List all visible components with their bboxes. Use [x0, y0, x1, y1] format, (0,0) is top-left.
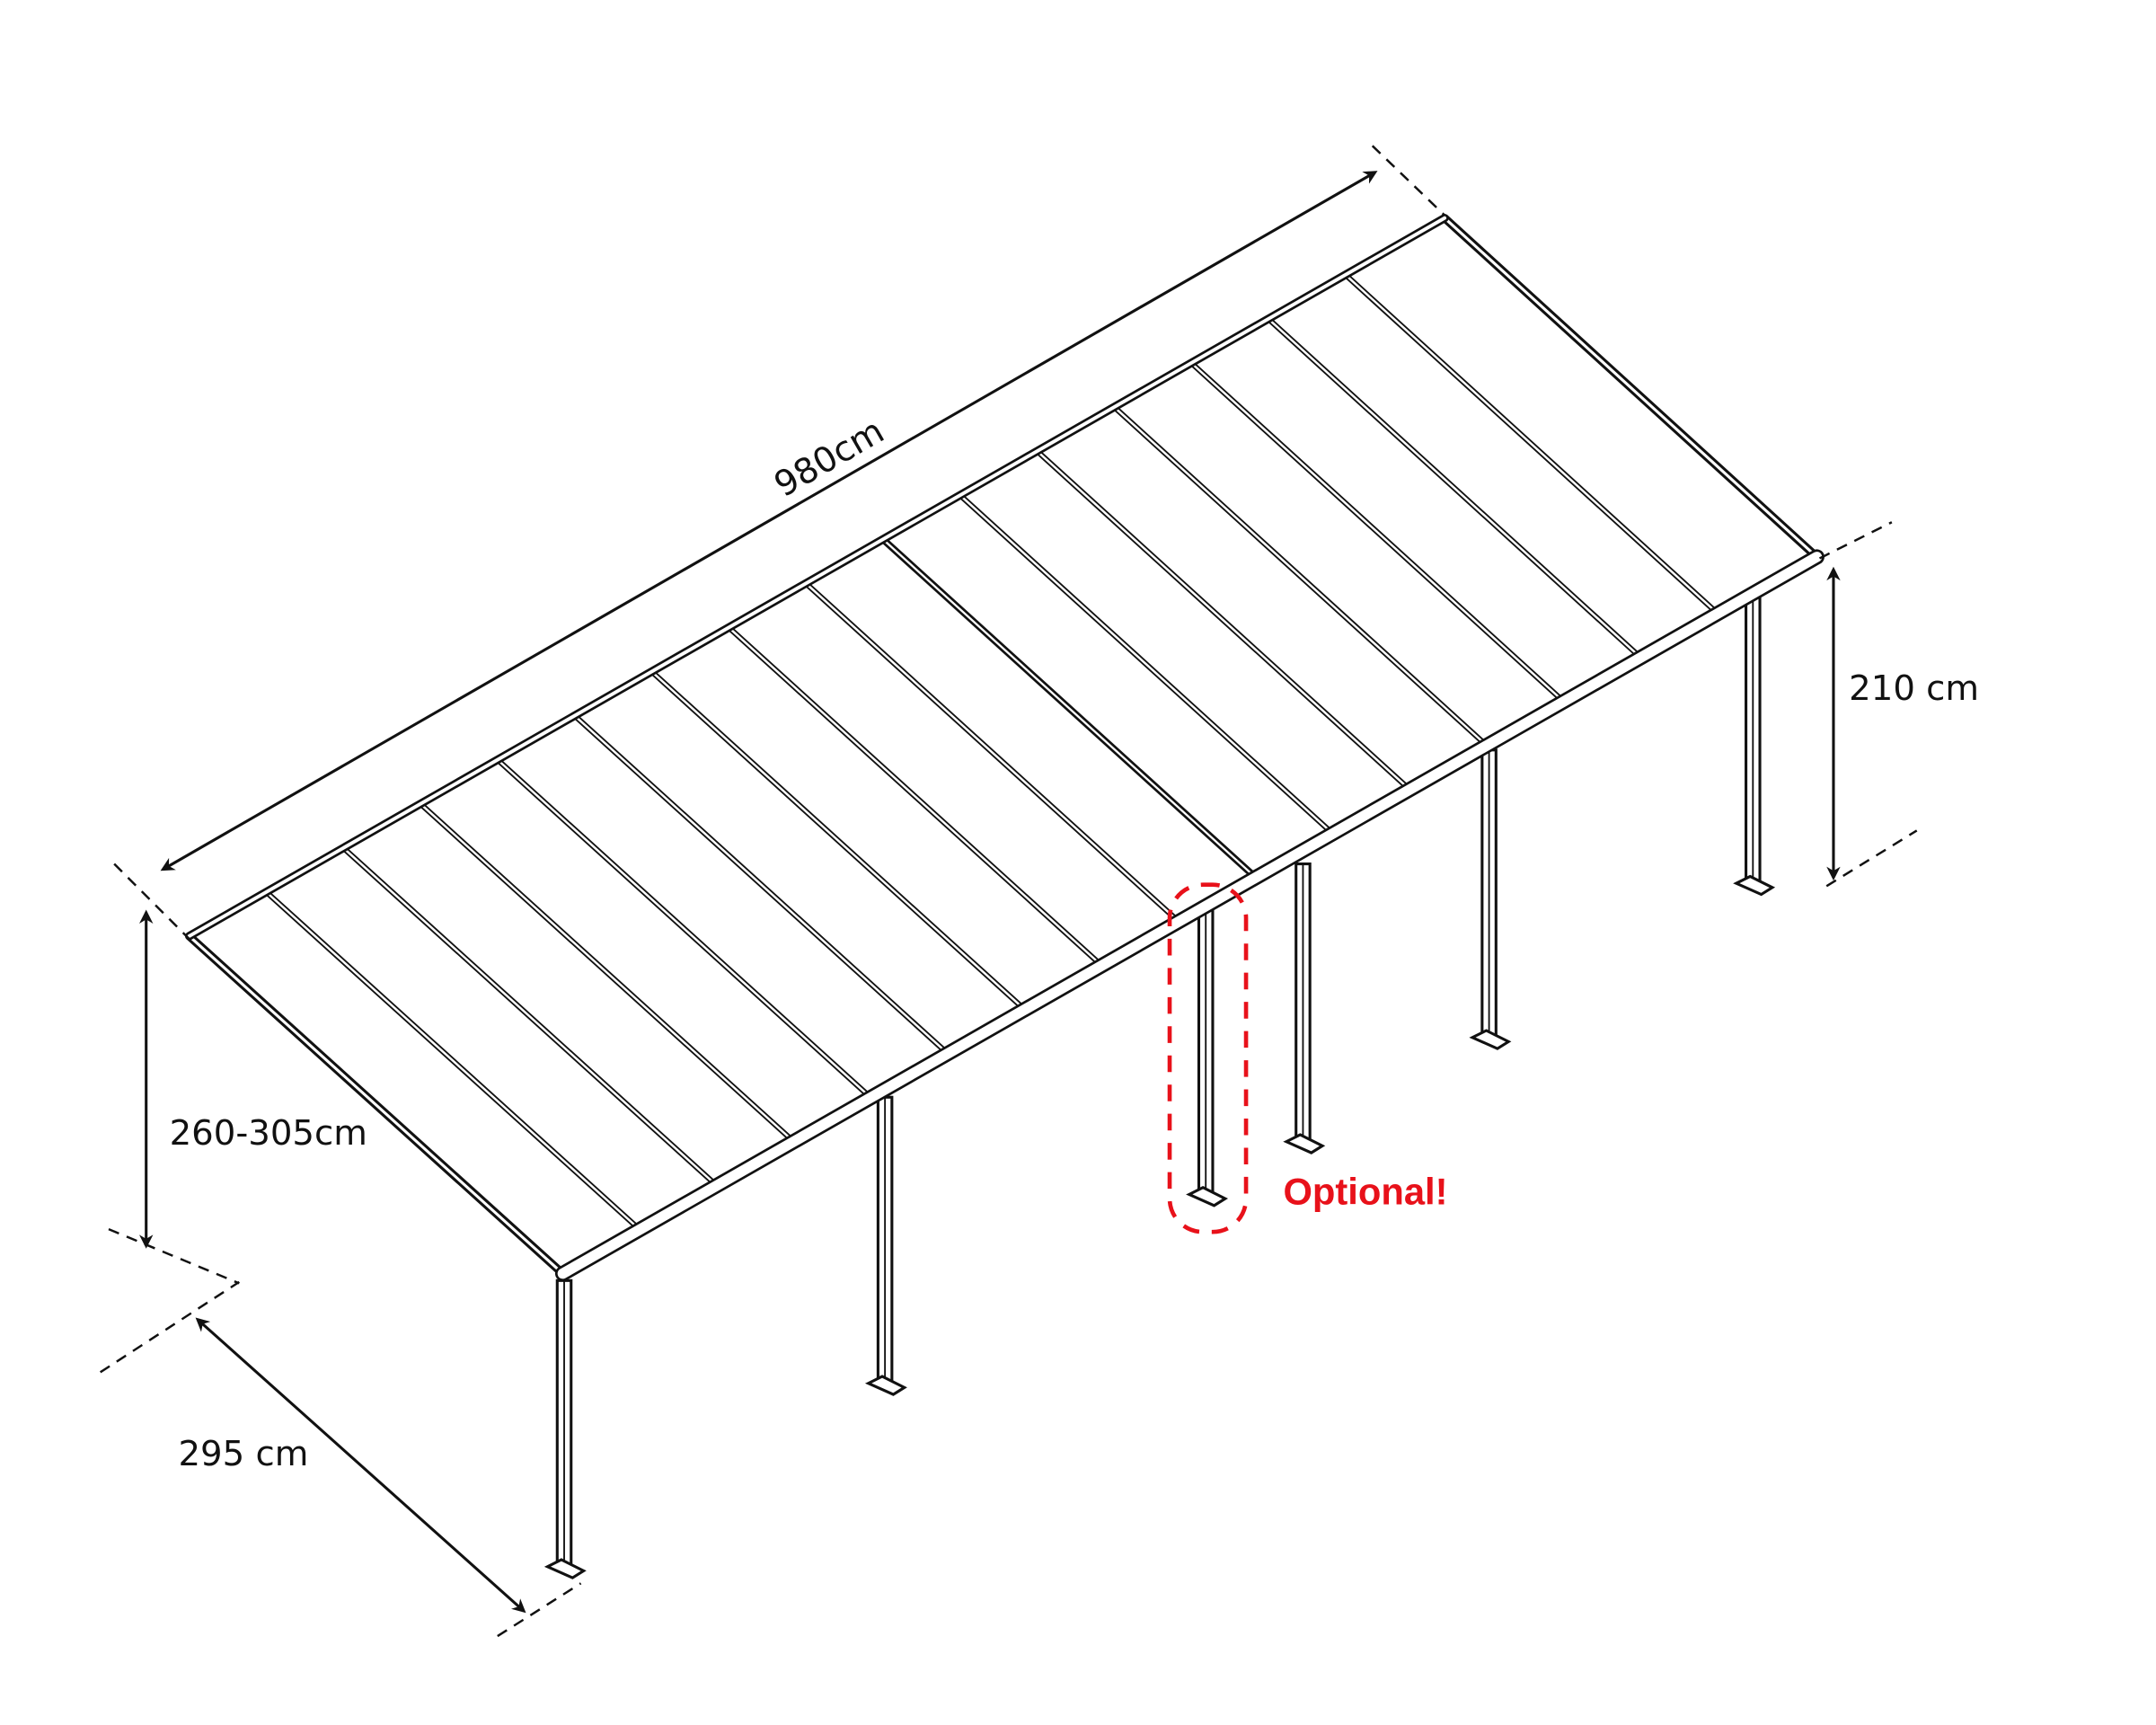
roof	[184, 214, 1825, 1282]
dimension-front-height	[1818, 521, 1918, 888]
posts	[543, 593, 1776, 1579]
post-base-plate	[1469, 1029, 1512, 1050]
front-height-label: 210 cm	[1849, 668, 1979, 709]
roof-panel	[189, 217, 1817, 1274]
optional-label: Optional!	[1283, 1170, 1447, 1212]
dimension-depth	[100, 1280, 582, 1638]
optional-post-highlight	[1167, 882, 1249, 1234]
rafter-highlight	[342, 846, 718, 1187]
left-edge-gutter-inner	[188, 934, 564, 1275]
post	[1733, 593, 1776, 897]
dimension-length	[113, 145, 1445, 946]
front-beam-inner	[557, 552, 1823, 1279]
right-edge-gutter-inner	[1444, 217, 1818, 559]
post-base-plate	[1283, 1133, 1326, 1154]
post	[1469, 748, 1512, 1050]
depth-label: 295 cm	[178, 1434, 308, 1474]
post-base-plate	[1733, 874, 1776, 897]
optional-post	[1186, 904, 1229, 1208]
post	[1283, 862, 1326, 1154]
length-label: 980cm	[768, 411, 891, 505]
post-base-plate	[543, 1558, 587, 1579]
rafter-highlight	[265, 890, 641, 1231]
back-height-label: 260-305cm	[170, 1113, 367, 1154]
dimension-back-height	[108, 909, 240, 1285]
post-base-plate	[864, 1375, 907, 1396]
post	[864, 1095, 907, 1396]
rafter-highlight	[1344, 273, 1719, 615]
post-base-plate	[1186, 1186, 1229, 1208]
post	[543, 1278, 587, 1579]
